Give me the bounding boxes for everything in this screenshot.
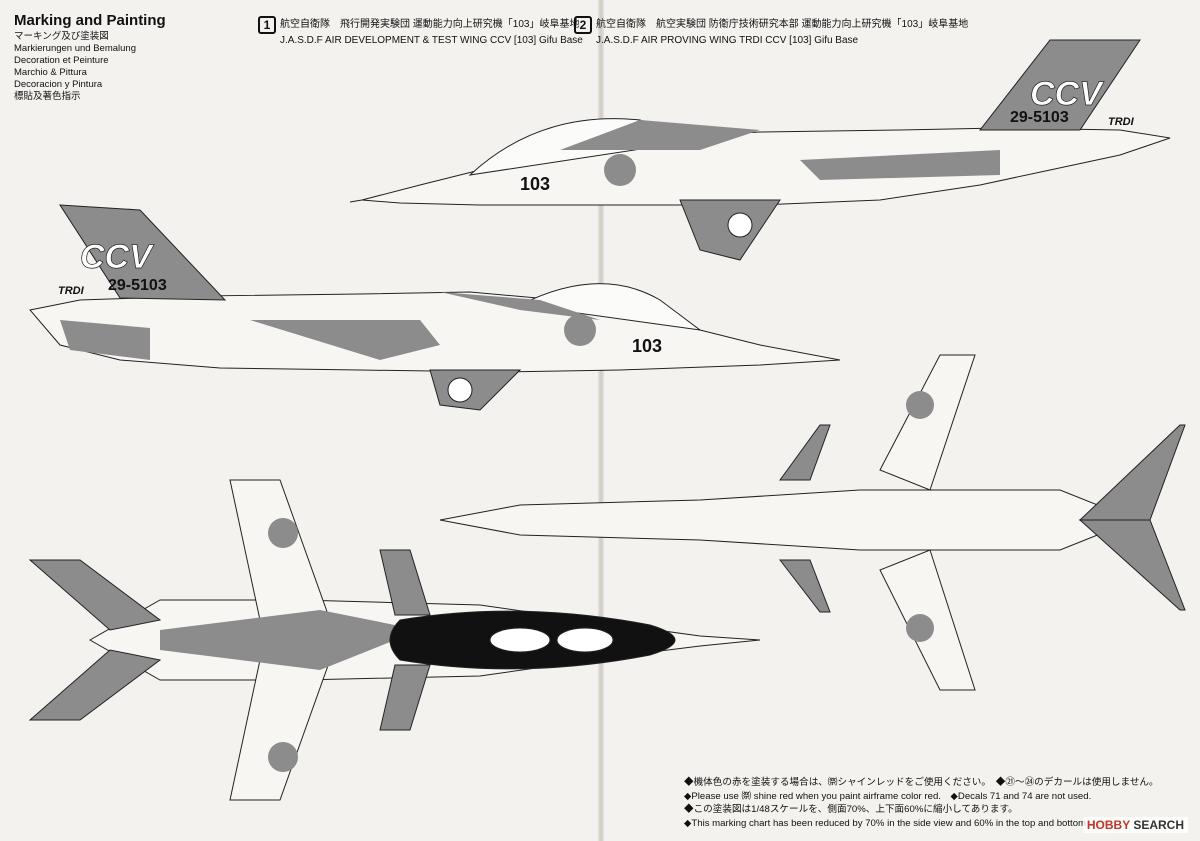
note-line-3: ◆この塗装図は1/48スケールを、側面70%、上下面60%に縮小してあります。 — [684, 804, 1018, 816]
trdi-mid: TRDI — [58, 285, 85, 297]
side-view-right-facing-left — [349, 39, 1171, 261]
title-cn: 標貼及著色指示 — [14, 91, 81, 102]
nose-number-mid: 103 — [632, 336, 662, 356]
page-fold — [598, 0, 604, 841]
watermark-suffix: SEARCH — [1133, 818, 1184, 832]
variant-1-badge: 1 — [258, 16, 276, 34]
top-view — [28, 479, 761, 801]
variant-1-jp: 航空自衛隊 飛行開発実験団 運動能力向上研究機「103」岐阜基地 — [280, 19, 580, 30]
title-de: Markierungen und Bemalung — [14, 43, 136, 54]
tail-text-top: CCV — [1030, 75, 1105, 113]
variant-2-header: 2 航空自衛隊 航空実験団 防衛庁技術研究本部 運動能力向上研究機「103」岐阜基… — [574, 16, 968, 48]
title-it: Marchio & Pittura — [14, 67, 87, 78]
watermark: HOBBY SEARCH — [1082, 817, 1188, 833]
note-line-1: ◆機体色の赤を塗装する場合は、㉀シャインレッドをご使用ください。 ◆㉑～㉔のデカ… — [684, 777, 1159, 788]
title-en: Marking and Painting — [14, 12, 166, 29]
side-view-left-facing-right — [29, 204, 841, 411]
serial-top: 29-5103 — [1010, 109, 1069, 126]
variant-1-en: J.A.S.D.F AIR DEVELOPMENT & TEST WING CC… — [280, 35, 583, 46]
title-es: Decoracion y Pintura — [14, 79, 103, 90]
variant-2-jp: 航空自衛隊 航空実験団 防衛庁技術研究本部 運動能力向上研究機「103」岐阜基地 — [596, 19, 969, 30]
variant-2-en: J.A.S.D.F AIR PROVING WING TRDI CCV [103… — [596, 35, 859, 46]
marking-title-block: Marking and Painting マーキング及び塗装図 Markieru… — [14, 12, 234, 103]
tail-text-mid: CCV — [80, 238, 155, 276]
serial-mid: 29-5103 — [108, 277, 167, 294]
nose-number-top: 103 — [520, 174, 550, 194]
paint-notes: ◆機体色の赤を塗装する場合は、㉀シャインレッドをご使用ください。 ◆㉑～㉔のデカ… — [684, 776, 1184, 830]
variant-2-badge: 2 — [574, 16, 592, 34]
note-line-2: ◆Please use ㉀ shine red when you paint a… — [684, 790, 1092, 802]
bottom-view — [439, 354, 1186, 691]
watermark-brand: HOBBY — [1086, 818, 1130, 832]
variant-1-header: 1 航空自衛隊 飛行開発実験団 運動能力向上研究機「103」岐阜基地 J.A.S.… — [258, 16, 583, 48]
trdi-top: TRDI — [1108, 116, 1135, 128]
title-jp: マーキング及び塗装図 — [14, 31, 109, 42]
title-fr: Decoration et Peinture — [14, 55, 109, 66]
note-line-4: ◆This marking chart has been reduced by … — [684, 817, 1116, 829]
